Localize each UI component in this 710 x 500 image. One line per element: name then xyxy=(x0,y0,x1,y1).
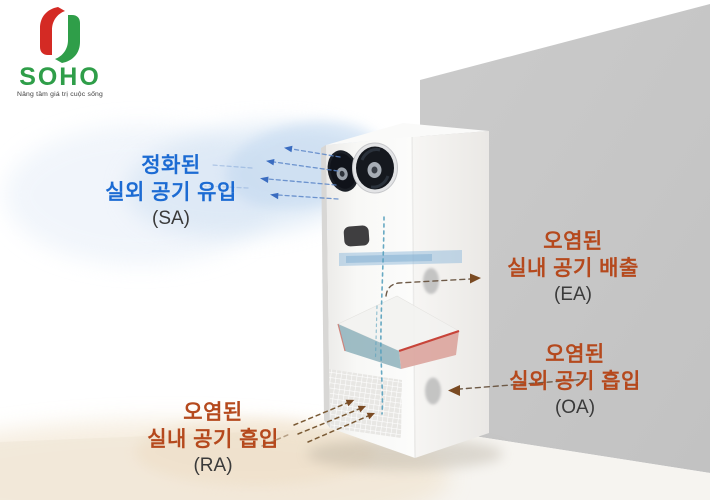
internal-duct-lines xyxy=(374,216,385,415)
fan-icon-right xyxy=(352,142,398,194)
sa-code: (SA) xyxy=(152,208,190,229)
ra-airflow-arrows xyxy=(261,399,375,447)
brand-tagline: Nâng tầm giá trị cuộc sống xyxy=(16,91,104,98)
unit-corner-edge xyxy=(411,136,416,459)
ea-airflow-arrow xyxy=(385,273,481,297)
heat-exchanger xyxy=(337,295,460,369)
unit-top-face xyxy=(326,123,489,145)
label-return-air: 오염된 실내 공기 흡입 (RA) xyxy=(130,399,296,479)
unit-left-edge xyxy=(321,145,330,428)
ra-line1: 오염된 xyxy=(183,401,243,424)
ra-line2: 실내 공기 흡입 xyxy=(147,428,279,451)
fan-icon-left xyxy=(327,150,359,192)
ea-code: (EA) xyxy=(554,284,592,305)
sa-line1: 정화된 xyxy=(141,154,201,177)
oa-line1: 오염된 xyxy=(545,343,605,366)
brand-logo: SOHO Nâng tầm giá trị cuộc sống xyxy=(14,5,106,98)
display-panel xyxy=(343,225,370,247)
floor-warm-tint-2 xyxy=(135,418,375,486)
label-supply-air: 정화된 실외 공기 유입 (SA) xyxy=(88,152,254,232)
air-handling-unit xyxy=(321,123,489,459)
wall xyxy=(420,4,710,473)
unit-front-right-face xyxy=(412,131,489,458)
ea-line2: 실내 공기 배출 xyxy=(507,257,639,280)
label-outdoor-air: 오염된 실외 공기 흡입 (OA) xyxy=(492,341,658,421)
sa-airflow-arrows xyxy=(204,145,341,200)
oa-line2: 실외 공기 흡입 xyxy=(509,370,641,393)
intake-grille xyxy=(329,369,402,438)
sa-line2: 실외 공기 유입 xyxy=(105,181,237,204)
oa-code: (OA) xyxy=(554,397,596,418)
internal-air-band xyxy=(339,250,462,266)
ra-code: (RA) xyxy=(193,455,233,476)
brand-name: SOHO xyxy=(19,63,101,91)
vent-port-upper xyxy=(423,268,439,294)
soho-logo-icon xyxy=(40,7,80,63)
ea-line1: 오염된 xyxy=(543,230,603,253)
vent-port-lower xyxy=(425,377,441,405)
oa-airflow-arrow xyxy=(448,378,589,396)
label-exhaust-air: 오염된 실내 공기 배출 (EA) xyxy=(490,228,656,308)
